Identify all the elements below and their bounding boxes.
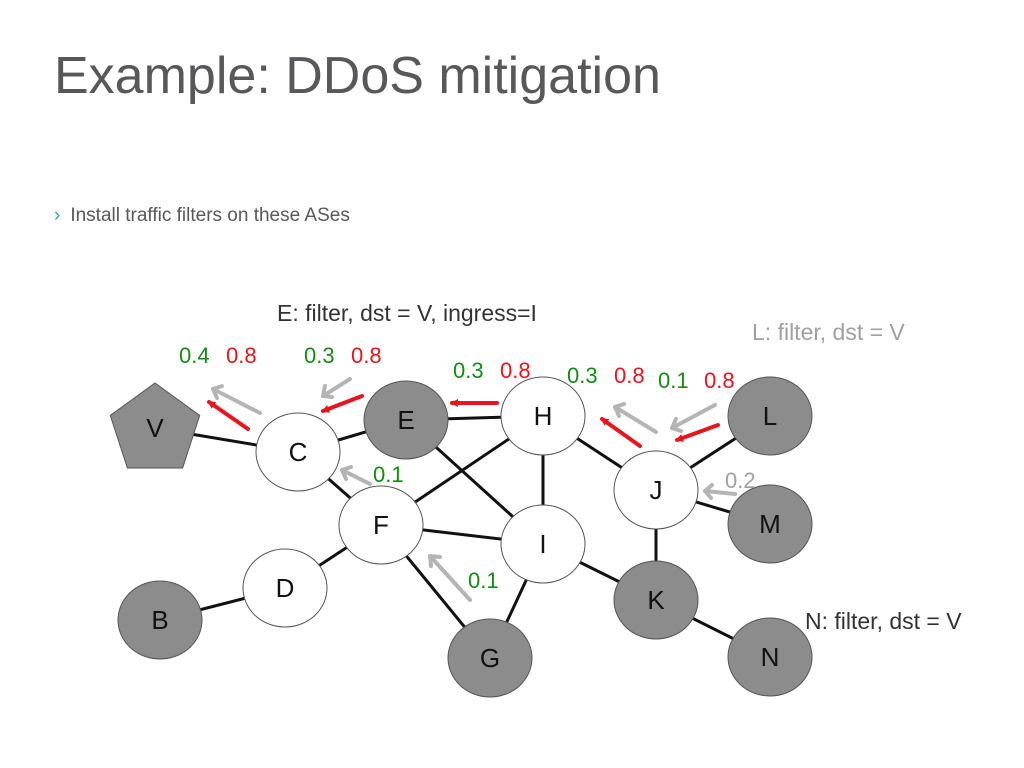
node-n-label: N bbox=[761, 642, 780, 672]
node-g-shape bbox=[447, 618, 533, 698]
node-c: C bbox=[255, 412, 341, 492]
gray-arrows bbox=[211, 377, 737, 602]
arrow-gray-mj bbox=[703, 483, 737, 500]
node-l-label: L bbox=[763, 401, 777, 431]
rate-good-jh: 0.3 bbox=[567, 363, 598, 388]
node-b: B bbox=[117, 580, 203, 660]
node-c-label: C bbox=[289, 437, 308, 467]
node-c-shape bbox=[255, 412, 341, 492]
arrow-gray-fc bbox=[340, 465, 372, 486]
node-g: G bbox=[447, 618, 533, 698]
filter-note-l: L: filter, dst = V bbox=[752, 319, 905, 345]
bullet-text: Install traffic filters on these ASes bbox=[70, 205, 350, 226]
slide-title: Example: DDoS mitigation bbox=[54, 47, 661, 105]
node-b-label: B bbox=[151, 605, 168, 635]
rate-bad-ec: 0.8 bbox=[351, 343, 382, 368]
bullet-marker: › bbox=[54, 205, 61, 226]
nodes-layer: V C E H F D B I G J K L M N bbox=[109, 376, 813, 698]
arrow-gray-gf bbox=[428, 554, 472, 602]
arrow-red-jh bbox=[600, 417, 642, 448]
rate-good-cv: 0.4 bbox=[179, 343, 210, 368]
node-e-shape bbox=[363, 380, 449, 460]
rate-bad-lj: 0.8 bbox=[704, 368, 735, 393]
rate-bad-jh: 0.8 bbox=[614, 363, 645, 388]
arrow-gray-cv bbox=[211, 384, 262, 415]
node-d-label: D bbox=[276, 573, 295, 603]
node-m: M bbox=[727, 484, 813, 564]
node-l: L bbox=[727, 376, 813, 456]
node-i-label: I bbox=[539, 529, 546, 559]
node-i: I bbox=[500, 504, 586, 584]
node-v-label: V bbox=[146, 413, 164, 443]
node-j: J bbox=[613, 450, 699, 530]
node-v: V bbox=[109, 382, 201, 469]
rate-good-he: 0.3 bbox=[453, 358, 484, 383]
bullet-item: › Install traffic filters on these ASes bbox=[54, 205, 350, 227]
node-j-label: J bbox=[650, 475, 663, 505]
node-g-label: G bbox=[480, 643, 500, 673]
filter-note-n: N: filter, dst = V bbox=[805, 608, 962, 634]
rate-mj: 0.2 bbox=[725, 468, 756, 493]
arrow-red-ec bbox=[321, 394, 364, 413]
rate-labels: 0.4 0.8 0.3 0.8 0.3 0.8 0.3 0.8 0.1 0.8 … bbox=[179, 343, 756, 593]
node-j-shape bbox=[613, 450, 699, 530]
node-l-shape bbox=[727, 376, 813, 456]
node-h: H bbox=[500, 376, 586, 456]
node-n: N bbox=[727, 617, 813, 697]
node-d-shape bbox=[242, 548, 328, 628]
arrow-red-lj bbox=[675, 423, 720, 442]
filter-note-e: E: filter, dst = V, ingress=I bbox=[277, 300, 537, 326]
node-k-shape bbox=[613, 560, 699, 640]
rate-good-ec: 0.3 bbox=[304, 343, 335, 368]
node-h-shape bbox=[500, 376, 586, 456]
node-f-label: F bbox=[373, 510, 389, 540]
rate-bad-cv: 0.8 bbox=[226, 343, 257, 368]
node-h-label: H bbox=[534, 401, 553, 431]
node-f-shape bbox=[338, 485, 424, 565]
node-e: E bbox=[363, 380, 449, 460]
node-e-label: E bbox=[397, 405, 414, 435]
arrow-red-cv bbox=[207, 400, 250, 431]
arrow-gray-ec bbox=[321, 377, 352, 399]
red-arrows bbox=[207, 394, 720, 448]
arrow-gray-lj bbox=[670, 403, 717, 433]
node-m-label: M bbox=[759, 509, 781, 539]
arrow-gray-jh bbox=[613, 402, 658, 434]
node-v-shape bbox=[109, 382, 201, 469]
node-f: F bbox=[338, 485, 424, 565]
node-i-shape bbox=[500, 504, 586, 584]
rate-gf: 0.1 bbox=[468, 568, 499, 593]
node-k-label: K bbox=[647, 585, 665, 615]
node-k: K bbox=[613, 560, 699, 640]
node-b-shape bbox=[117, 580, 203, 660]
node-d: D bbox=[242, 548, 328, 628]
rate-good-lj: 0.1 bbox=[658, 368, 689, 393]
rate-bad-he: 0.8 bbox=[500, 358, 531, 383]
node-m-shape bbox=[727, 484, 813, 564]
node-n-shape bbox=[727, 617, 813, 697]
rate-fc: 0.1 bbox=[373, 462, 404, 487]
